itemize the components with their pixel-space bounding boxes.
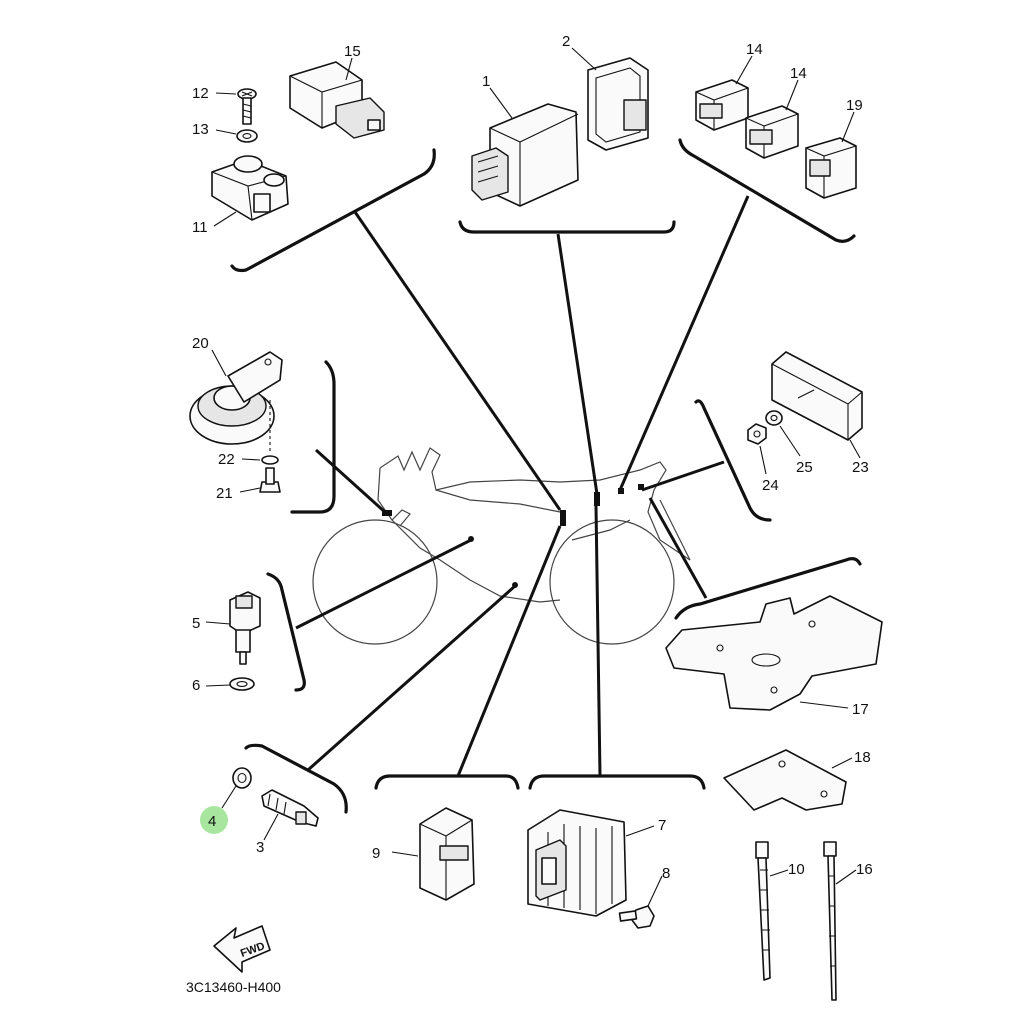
part-3-switch[interactable] [261,789,319,841]
part-23-reflector[interactable] [771,351,863,459]
callout-3: 3 [256,839,264,856]
part-9-cover[interactable] [391,807,475,901]
callout-14a: 14 [746,41,763,58]
fwd-arrow-icon: FWD [213,925,271,973]
callout-10: 10 [788,861,805,878]
mount-markers [382,484,644,588]
part-15-relay[interactable] [289,57,385,139]
callout-15: 15 [344,43,361,60]
callout-6: 6 [192,677,200,694]
part-19-relay[interactable] [805,111,857,199]
callout-21: 21 [216,485,233,502]
part-8-bolt[interactable] [618,875,663,929]
part-14b-relay[interactable] [745,79,799,159]
part-12-screw[interactable] [215,88,257,125]
part-14a-relay[interactable] [695,55,753,131]
callout-2: 2 [562,33,570,50]
part-22-washer[interactable] [241,455,279,465]
part-7-rectifier[interactable] [527,809,655,917]
callout-12: 12 [192,85,209,102]
motorcycle-outline [312,447,691,645]
callout-14b: 14 [790,65,807,82]
part-21-bolt[interactable] [239,467,281,493]
callout-16: 16 [856,861,873,878]
callout-19: 19 [846,97,863,114]
callout-9: 9 [372,845,380,862]
part-18-plate[interactable] [723,749,853,811]
callout-8: 8 [662,865,670,882]
part-17-bracket-plate[interactable] [665,595,883,711]
part-13-washer[interactable] [215,129,258,143]
callout-11: 11 [192,219,208,236]
callout-20: 20 [192,335,209,352]
callout-23: 23 [852,459,869,476]
part-4-highlight [200,806,228,834]
callout-4: 4 [208,813,216,830]
part-20-horn[interactable] [189,349,283,452]
part-24-nut[interactable] [747,423,767,475]
diagram-code: 3C13460-H400 [186,979,281,995]
callout-labels: 1 2 3 4 5 6 7 8 9 10 11 12 13 14 14 15 1… [192,33,873,882]
part-25-washer[interactable] [765,410,801,457]
part-1-ecu[interactable] [471,87,579,207]
part-5-thermo-sensor[interactable] [205,591,261,665]
part-2-cover[interactable] [571,47,649,151]
callout-24: 24 [762,477,779,494]
callout-22: 22 [218,451,235,468]
callout-7: 7 [658,817,666,834]
part-16-cable-tie[interactable] [823,841,857,1001]
part-4-washer[interactable] [221,767,252,809]
callout-18: 18 [854,749,871,766]
callout-1: 1 [482,73,490,90]
part-11-sensor[interactable] [211,155,289,227]
callout-13: 13 [192,121,209,138]
part-10-cable-tie[interactable] [755,841,789,981]
callout-25: 25 [796,459,813,476]
part-6-gasket[interactable] [205,677,255,691]
leader-spokes [295,195,750,777]
callout-17: 17 [852,701,869,718]
callout-5: 5 [192,615,200,632]
group-brackets [230,138,862,814]
